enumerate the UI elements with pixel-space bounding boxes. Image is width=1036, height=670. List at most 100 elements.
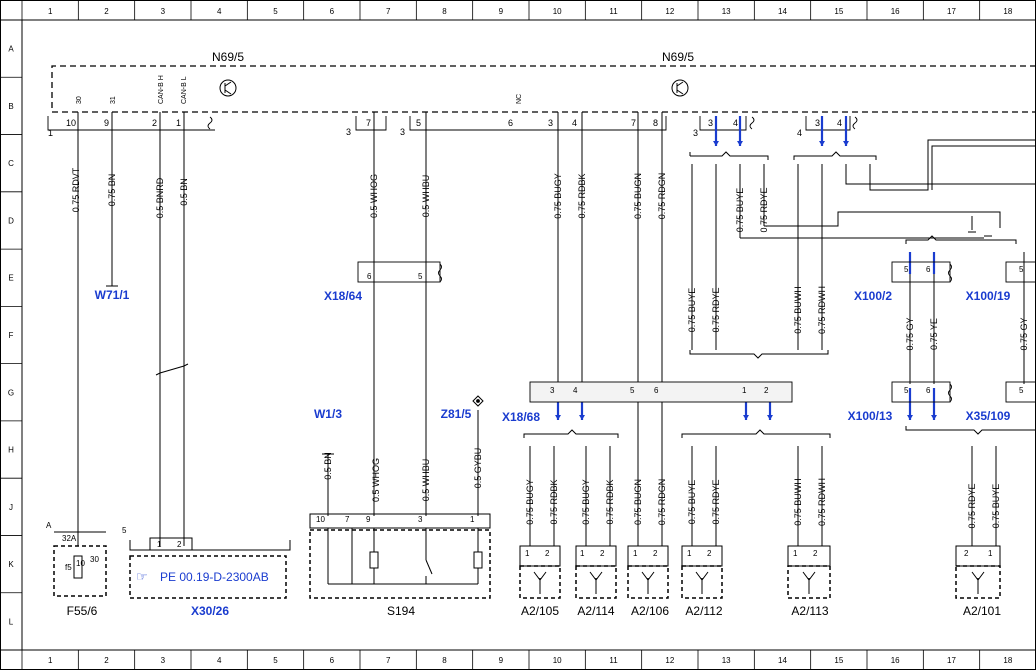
- column-index: 2: [104, 656, 109, 665]
- column-index: 10: [553, 7, 562, 16]
- pin-number: 2: [177, 540, 182, 549]
- wire-label: 0.5 BNRD: [155, 177, 165, 218]
- pin-number: 8: [653, 118, 658, 128]
- row-index: F: [9, 331, 14, 340]
- pin-number: 3: [693, 128, 698, 138]
- connector-blocks: [357, 261, 1036, 403]
- wire-label: 0.75 BUYE: [991, 484, 1001, 529]
- pin-number: 6: [926, 386, 931, 395]
- connector-housing: [955, 545, 1001, 567]
- row-index: D: [8, 216, 14, 225]
- component-label[interactable]: F55/6: [67, 604, 98, 618]
- pin-number: 6: [654, 386, 659, 395]
- reference-note-text[interactable]: PE 00.19-D-2300AB: [160, 570, 269, 584]
- pin-number: 3: [815, 118, 820, 128]
- pin-number: 5: [904, 265, 909, 274]
- module-n69-5: [51, 65, 1036, 113]
- antenna-module: [519, 565, 561, 599]
- row-index: K: [8, 560, 14, 569]
- connector-label[interactable]: X35/109: [966, 409, 1011, 423]
- component-label[interactable]: X30/26: [191, 604, 229, 618]
- wire-label: 0.75 GY: [905, 317, 915, 350]
- column-index: 16: [891, 656, 900, 665]
- pin-number: 4: [733, 118, 738, 128]
- wire-label: 0.75 RDWH: [817, 286, 827, 334]
- column-index: 5: [273, 656, 278, 665]
- wire-label: 0.75 RDYE: [967, 483, 977, 528]
- pin-number: 5: [1019, 265, 1024, 274]
- wire-label: 0.5 BN: [179, 178, 189, 206]
- connector-label[interactable]: W1/3: [314, 407, 342, 421]
- fuse-box-f55-6: [53, 531, 107, 597]
- column-index: 8: [442, 656, 447, 665]
- column-index: 17: [947, 7, 956, 16]
- pin-number: 2: [707, 549, 712, 558]
- pin-number: 9: [366, 515, 371, 524]
- antenna-icon: [641, 571, 655, 594]
- wire-label: 0.75 BUWH: [793, 478, 803, 526]
- component-label[interactable]: S194: [387, 604, 415, 618]
- column-index: 1: [48, 656, 53, 665]
- wire-label: 0.75 RDGN: [657, 173, 667, 220]
- antenna-module: [787, 565, 831, 599]
- column-index: 15: [834, 7, 843, 16]
- pin-number: 4: [797, 128, 802, 138]
- pin-number: 2: [545, 549, 550, 558]
- component-labels: F55/6 X30/26 S194 A2/105 A2/114 A2/106 A2/112 A…: [67, 604, 1002, 618]
- pin-number: 10: [76, 559, 85, 568]
- wire-label: 0.5 WHOG: [369, 174, 379, 218]
- component-label[interactable]: A2/113: [791, 604, 828, 618]
- column-index: 11: [609, 656, 618, 665]
- wire-label: 0.75 RDBK: [605, 479, 615, 524]
- component-label[interactable]: A2/112: [685, 604, 722, 618]
- wire-label: 0.75 RDBK: [577, 173, 587, 218]
- wire-label: 0.75 BUGY: [581, 479, 591, 525]
- row-index: A: [8, 45, 14, 54]
- pin-number: 4: [573, 386, 578, 395]
- connector-label[interactable]: X100/13: [848, 409, 893, 423]
- component-label[interactable]: A2/114: [577, 604, 614, 618]
- reference-note[interactable]: ☞ PE 00.19-D-2300AB: [136, 569, 269, 584]
- connector-label[interactable]: X18/64: [324, 289, 362, 303]
- component-label[interactable]: A2/105: [521, 604, 559, 618]
- wire-label: 0.75 BUGY: [553, 173, 563, 219]
- connector-label[interactable]: X100/19: [966, 289, 1011, 303]
- column-index: 7: [386, 7, 391, 16]
- wire-label: 0.75 BUYE: [687, 480, 697, 525]
- wire-label: 0.75 BUWH: [793, 286, 803, 334]
- pin-arrows: [555, 141, 937, 420]
- module-label-right: N69/5: [662, 50, 694, 64]
- pin-number: 7: [366, 118, 371, 128]
- transistor-icon: [219, 79, 237, 97]
- pin-number: 3: [708, 118, 713, 128]
- antenna-module: [575, 565, 617, 599]
- connector-housing: [681, 545, 723, 567]
- module-connector-strips: [47, 116, 858, 131]
- module-pin-label: 31: [110, 96, 117, 104]
- pin-number: 7: [345, 515, 350, 524]
- column-index: 1: [48, 7, 53, 16]
- connector-label[interactable]: W71/1: [95, 288, 130, 302]
- connector-label[interactable]: X18/68: [502, 410, 540, 424]
- pin-number: 1: [176, 118, 181, 128]
- pin-number: 2: [653, 549, 658, 558]
- connector-label[interactable]: Z81/5: [441, 407, 472, 421]
- wire-label: 0.5 GYBU: [473, 448, 483, 489]
- pin-number: 6: [926, 265, 931, 274]
- antenna-icon: [695, 571, 709, 594]
- component-label[interactable]: A2/101: [963, 604, 1001, 618]
- wire-label: 0.5 WHBU: [421, 175, 431, 218]
- pin-number: 1: [988, 549, 993, 558]
- column-index: 5: [273, 7, 278, 16]
- row-index: H: [8, 446, 14, 455]
- column-index: 8: [442, 7, 447, 16]
- pin-number: 2: [764, 386, 769, 395]
- pointing-hand-icon: ☞: [136, 569, 148, 584]
- connector-label[interactable]: X100/2: [854, 289, 892, 303]
- component-label[interactable]: A2/106: [631, 604, 669, 618]
- column-index: 9: [499, 7, 504, 16]
